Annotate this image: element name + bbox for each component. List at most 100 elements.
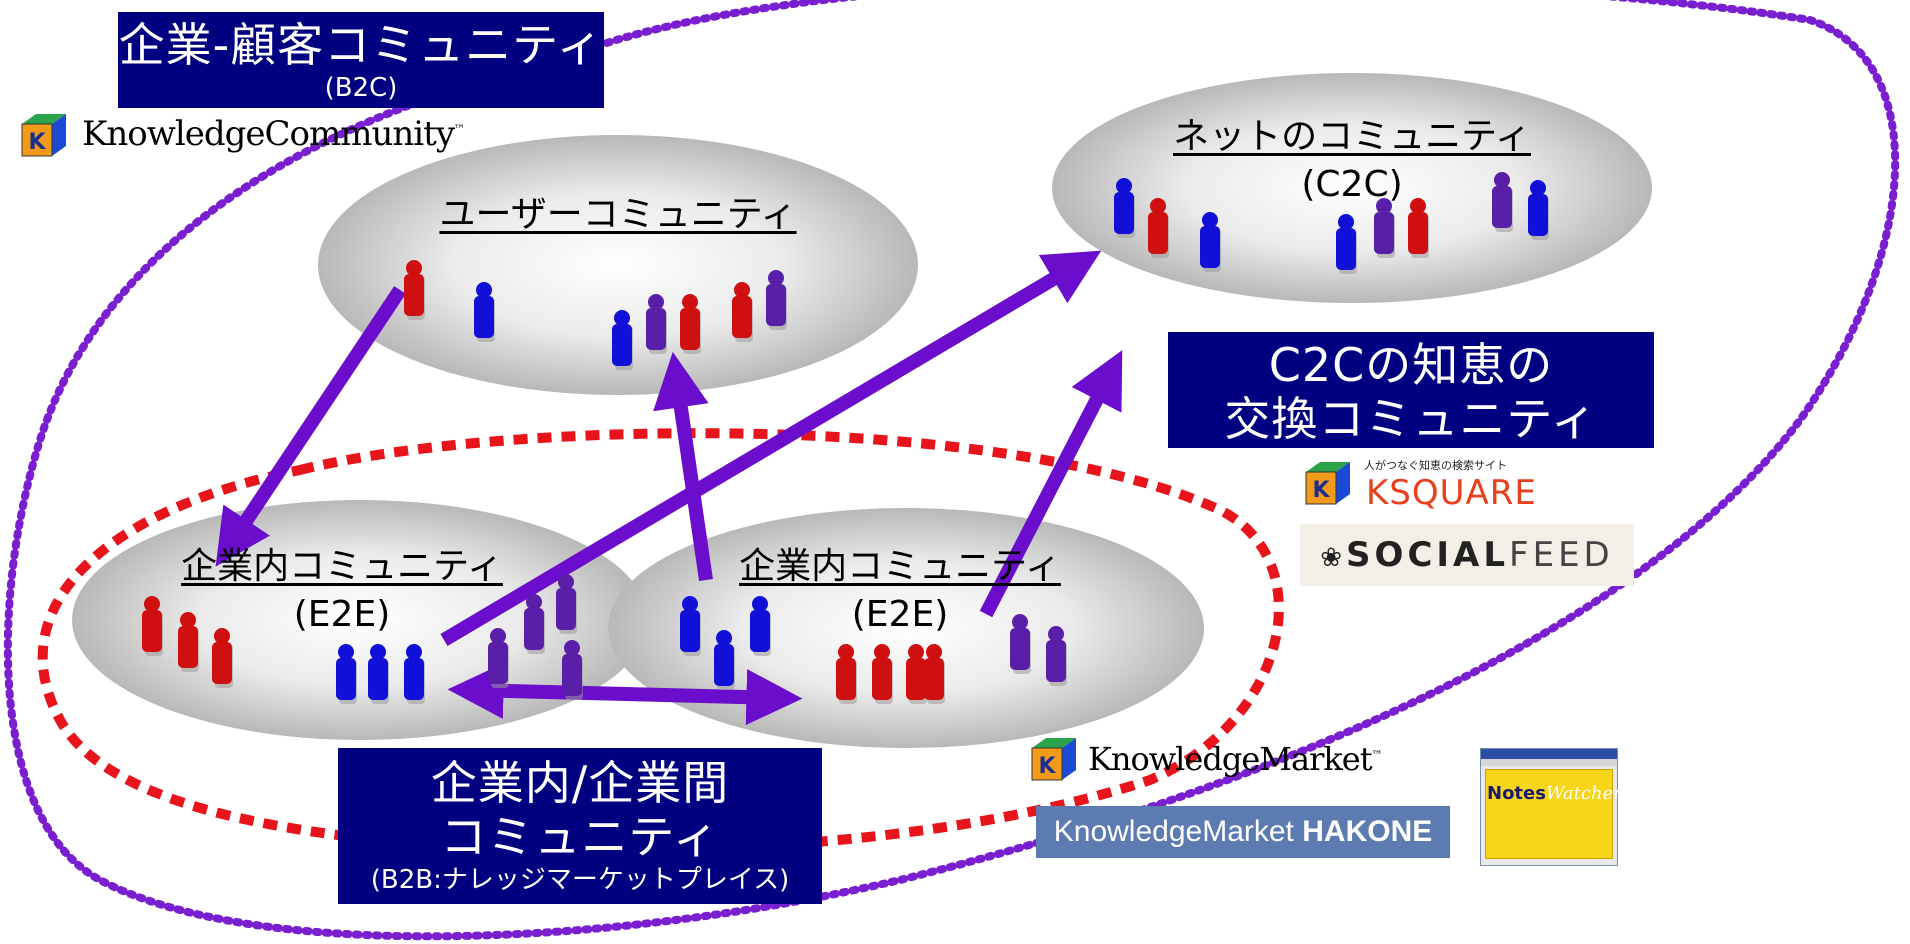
net-community-code: (C2C): [1301, 164, 1403, 205]
b2c-label-box: 企業-顧客コミュニティ (B2C): [118, 12, 604, 108]
person-head: [682, 596, 698, 612]
knowledge-community-text: KnowledgeCommunity: [82, 114, 455, 154]
person-head: [1116, 178, 1132, 194]
arrows: [215, 250, 1123, 726]
person-head: [1150, 198, 1166, 214]
person-body: [336, 658, 356, 700]
intra-right-title: 企業内コミュニティ: [739, 546, 1061, 587]
person-figure: [1148, 198, 1169, 258]
intra-left-code: (E2E): [293, 594, 391, 635]
knowledge-market-text: KnowledgeMarket: [1088, 740, 1373, 778]
person-head: [1202, 212, 1218, 228]
person-head: [1530, 180, 1546, 196]
person-body: [368, 658, 388, 700]
person-body: [1148, 212, 1168, 254]
person-body: [404, 658, 424, 700]
person-body: [474, 296, 494, 338]
person-body: [488, 642, 508, 684]
person-head: [768, 270, 784, 286]
socialfeed-bold: SOCIAL: [1346, 535, 1510, 575]
b2b-subtitle: (B2B:ナレッジマーケットプレイス): [370, 865, 790, 895]
kc-cube-icon: K: [21, 114, 66, 157]
person-figure: [1492, 172, 1513, 232]
person-body: [1046, 640, 1066, 682]
person-figure: [1200, 212, 1221, 272]
person-figure: [836, 644, 857, 704]
socialfeed-mark-icon: ❀: [1320, 543, 1347, 573]
b2c-subtitle: (B2C): [324, 73, 398, 103]
person-body: [1200, 226, 1220, 268]
person-body: [556, 588, 576, 630]
person-body: [766, 284, 786, 326]
person-figure: [766, 270, 787, 330]
knowledge-market-tm: ™: [1371, 748, 1383, 762]
person-figure: [714, 630, 735, 690]
arrow-intra-to-user: [653, 351, 713, 582]
person-body: [646, 308, 666, 350]
socialfeed-light: FEED: [1509, 535, 1614, 575]
net-community-title: ネットのコミュニティ: [1173, 116, 1531, 157]
b2b-label-box: 企業内/企業間 コミュニティ (B2B:ナレッジマーケットプレイス): [338, 748, 822, 904]
notes-watcher-word2: Watcher: [1545, 783, 1622, 804]
intra-left-title-wrap: 企業内コミュニティ (E2E): [142, 544, 542, 640]
person-figure: [474, 282, 495, 342]
intra-right-title-wrap: 企業内コミュニティ (E2E): [700, 544, 1100, 640]
person-figure: [562, 640, 583, 700]
person-figure: [1336, 214, 1357, 274]
person-head: [874, 644, 890, 660]
person-body: [524, 608, 544, 650]
ksquare-logo: 人がつなぐ知恵の検索サイト KSQUARE: [1304, 455, 1564, 515]
person-figure: [646, 294, 667, 354]
person-figure: [1046, 626, 1067, 686]
person-body: [1010, 628, 1030, 670]
person-head: [406, 260, 422, 276]
user-community-title-wrap: ユーザーコミュニティ: [368, 192, 868, 238]
person-head: [476, 282, 492, 298]
person-figure: [680, 596, 701, 656]
person-figure: [488, 628, 509, 688]
user-community-title: ユーザーコミュニティ: [439, 194, 797, 235]
person-body: [680, 308, 700, 350]
person-body: [1114, 192, 1134, 234]
person-figure: [178, 612, 199, 672]
person-head: [1410, 198, 1426, 214]
person-head: [838, 644, 854, 660]
person-figure: [1528, 180, 1549, 240]
knowledge-market-logo: KnowledgeMarket™: [1088, 740, 1383, 778]
person-head: [908, 644, 924, 660]
ksquare-cube-icon: K: [1305, 462, 1350, 505]
person-body: [732, 296, 752, 338]
hakone-bold: HAKONE: [1302, 815, 1433, 848]
c2c-exchange-line2: 交換コミュニティ: [1224, 392, 1598, 446]
person-head: [370, 644, 386, 660]
arrow-intra-to-net: [440, 250, 1102, 647]
person-figure: [680, 294, 701, 354]
person-body: [1408, 212, 1428, 254]
arrow-intra-to-exchange: [979, 350, 1123, 618]
person-figure: [732, 282, 753, 342]
person-body: [178, 626, 198, 668]
person-body: [1374, 212, 1394, 254]
person-figure: [1010, 614, 1031, 674]
knowledge-market-hakone-logo: KnowledgeMarket HAKONE: [1036, 806, 1450, 858]
person-head: [490, 628, 506, 644]
person-figure: [906, 644, 927, 704]
person-body: [404, 274, 424, 316]
person-figure: [556, 574, 577, 634]
person-body: [924, 658, 944, 700]
person-body: [836, 658, 856, 700]
person-head: [144, 596, 160, 612]
svg-text:K: K: [1038, 754, 1056, 779]
person-figure: [142, 596, 163, 656]
intra-left-title: 企業内コミュニティ: [181, 546, 503, 587]
c2c-exchange-box: C2Cの知恵の 交換コミュニティ: [1168, 332, 1654, 448]
intra-right-code: (E2E): [851, 594, 949, 635]
person-body: [906, 658, 926, 700]
person-figure: [368, 644, 389, 704]
person-figure: [1374, 198, 1395, 258]
arrow-intra-both: [447, 662, 803, 726]
notes-watcher-menubar: [1481, 759, 1617, 766]
person-head: [648, 294, 664, 310]
